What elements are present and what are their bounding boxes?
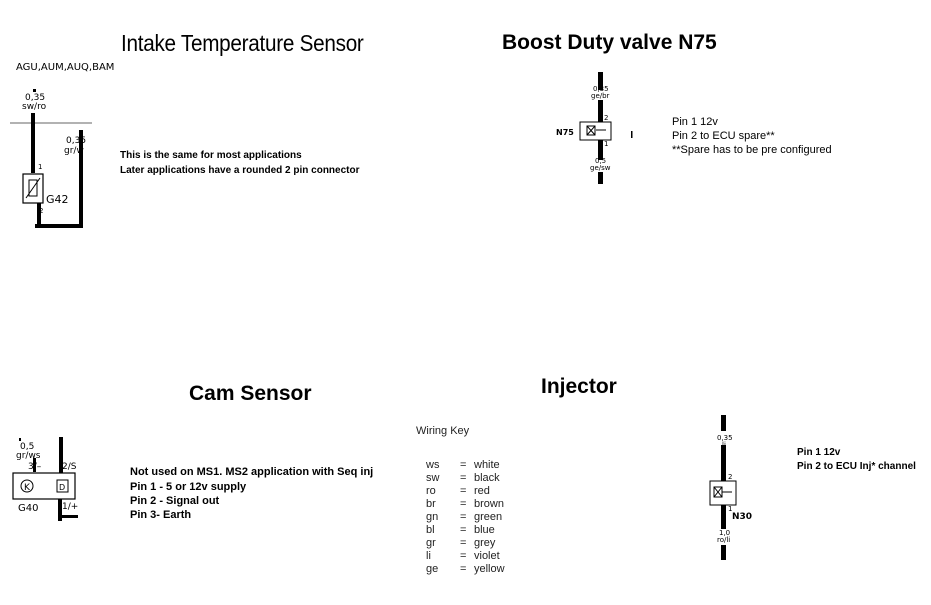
injector-title: Injector [541,375,617,398]
inj-wire-top2 [721,445,726,481]
cam-wire-3 [33,458,36,472]
inj-pin-bottom: 1 [728,505,733,513]
boost-wire-bottom2 [598,172,603,184]
intake-pin2: 2 [39,207,44,215]
boost-component-label: N75 [556,128,574,137]
solenoid-icon [586,125,596,136]
cam-marker [19,438,21,441]
inj-wire-top-size: 0,35 [717,434,733,442]
cam-sensor-box [12,472,76,500]
wiring-key-entry: gn=green [426,511,503,523]
intake-wire-right-size: 0,35 [66,136,87,146]
intake-wire-left [31,113,35,173]
wiring-key-entry: li=violet [426,550,500,562]
intake-wire-left-color: sw/ro [22,102,47,112]
injector-note-line2: Pin 2 to ECU Inj* channel [797,461,916,472]
intake-wire-pin2 [37,203,41,227]
wiring-key-title: Wiring Key [416,425,470,437]
inj-wire-bottom [721,505,726,529]
cam-pin2-label: 2/S [62,462,77,472]
wiring-key-entry: br=brown [426,498,504,510]
wiring-key-entry: gr=grey [426,537,496,549]
inj-wire-top [721,415,726,431]
boost-note-line3: **Spare has to be pre configured [672,144,832,156]
intake-wire-right [79,130,83,228]
inj-wire-bottom2 [721,545,726,560]
intake-wire-right-color: gr/w [64,146,84,156]
intake-wire-left-size: 0,35 [25,93,46,103]
inj-component-label: N30 [732,512,753,522]
boost-wire-top-color: ge/br [591,92,610,100]
inj-pin-top: 2 [728,473,733,481]
hall-sensor-icon [20,479,34,493]
injector-note-line1: Pin 1 12v [797,447,841,458]
cam-wire-1-end [58,515,78,518]
intake-note-line1: This is the same for most applications [120,150,302,161]
wiring-key-entry: sw=black [426,472,500,484]
cam-note-line1: Not used on MS1. MS2 application with Se… [130,466,374,478]
boost-wire-bottom-size: 0,5 [595,157,607,165]
intake-component-label: G42 [46,193,69,206]
cam-pin3-label: 3/– [28,462,42,472]
intake-marker [33,89,36,92]
wiring-key-entry: ge=yellow [426,563,505,575]
cam-title: Cam Sensor [189,382,312,405]
boost-wire-bottom-color: ge/sw [590,164,611,172]
cam-note-line3: Pin 2 - Signal out [130,495,220,507]
intake-note-line2: Later applications have a rounded 2 pin … [120,165,360,176]
boost-pin-top: 2 [604,114,609,122]
intake-title: Intake Temperature Sensor [121,30,364,56]
boost-pin-bottom: 1 [604,140,609,148]
cam-wire-1 [58,499,62,521]
cam-wire-size: 0,5 [20,442,35,452]
inj-wire-bottom-color: ro/li [717,536,731,544]
boost-wire-top [598,72,603,90]
boost-tick-mark [631,131,633,138]
wiring-key-list: ws=white sw=black ro=red br=brown gn=gre… [426,459,505,576]
hall-sensor-glyph: K [24,483,31,493]
cam-note-line2: Pin 1 - 5 or 12v supply [130,481,247,493]
boost-note-line2: Pin 2 to ECU spare** [672,130,775,142]
inj-wire-bottom-size: 1,0 [719,529,731,537]
intake-engine-codes: AGU,AUM,AUQ,BAM [16,62,115,73]
wiring-key-entry: bl=blue [426,524,495,536]
thermistor-slash [25,177,41,199]
boost-wire-top2 [598,100,603,122]
cam-component-label: G40 [18,503,39,514]
wiring-key-entry: ro=red [426,485,490,497]
intake-pin1: 1 [38,163,43,171]
cam-connector-icon [56,479,69,493]
cam-pin1-label: 1/+ [62,502,79,512]
wiring-key-entry: ws=white [426,459,500,471]
cam-note-line4: Pin 3- Earth [130,509,192,521]
boost-title: Boost Duty valve N75 [502,31,717,54]
boost-note-line1: Pin 1 12v [672,116,718,128]
intake-wire-bottom [35,224,83,228]
cam-wire-color: gr/ws [16,451,41,461]
boost-wire-top-size: 0,35 [593,85,609,93]
svg-text:D: D [59,483,65,492]
thermistor-icon [28,179,38,197]
boost-wire-bottom [598,140,603,160]
cam-wire-2 [59,437,63,473]
inj-wire-top-color: li [722,441,726,449]
